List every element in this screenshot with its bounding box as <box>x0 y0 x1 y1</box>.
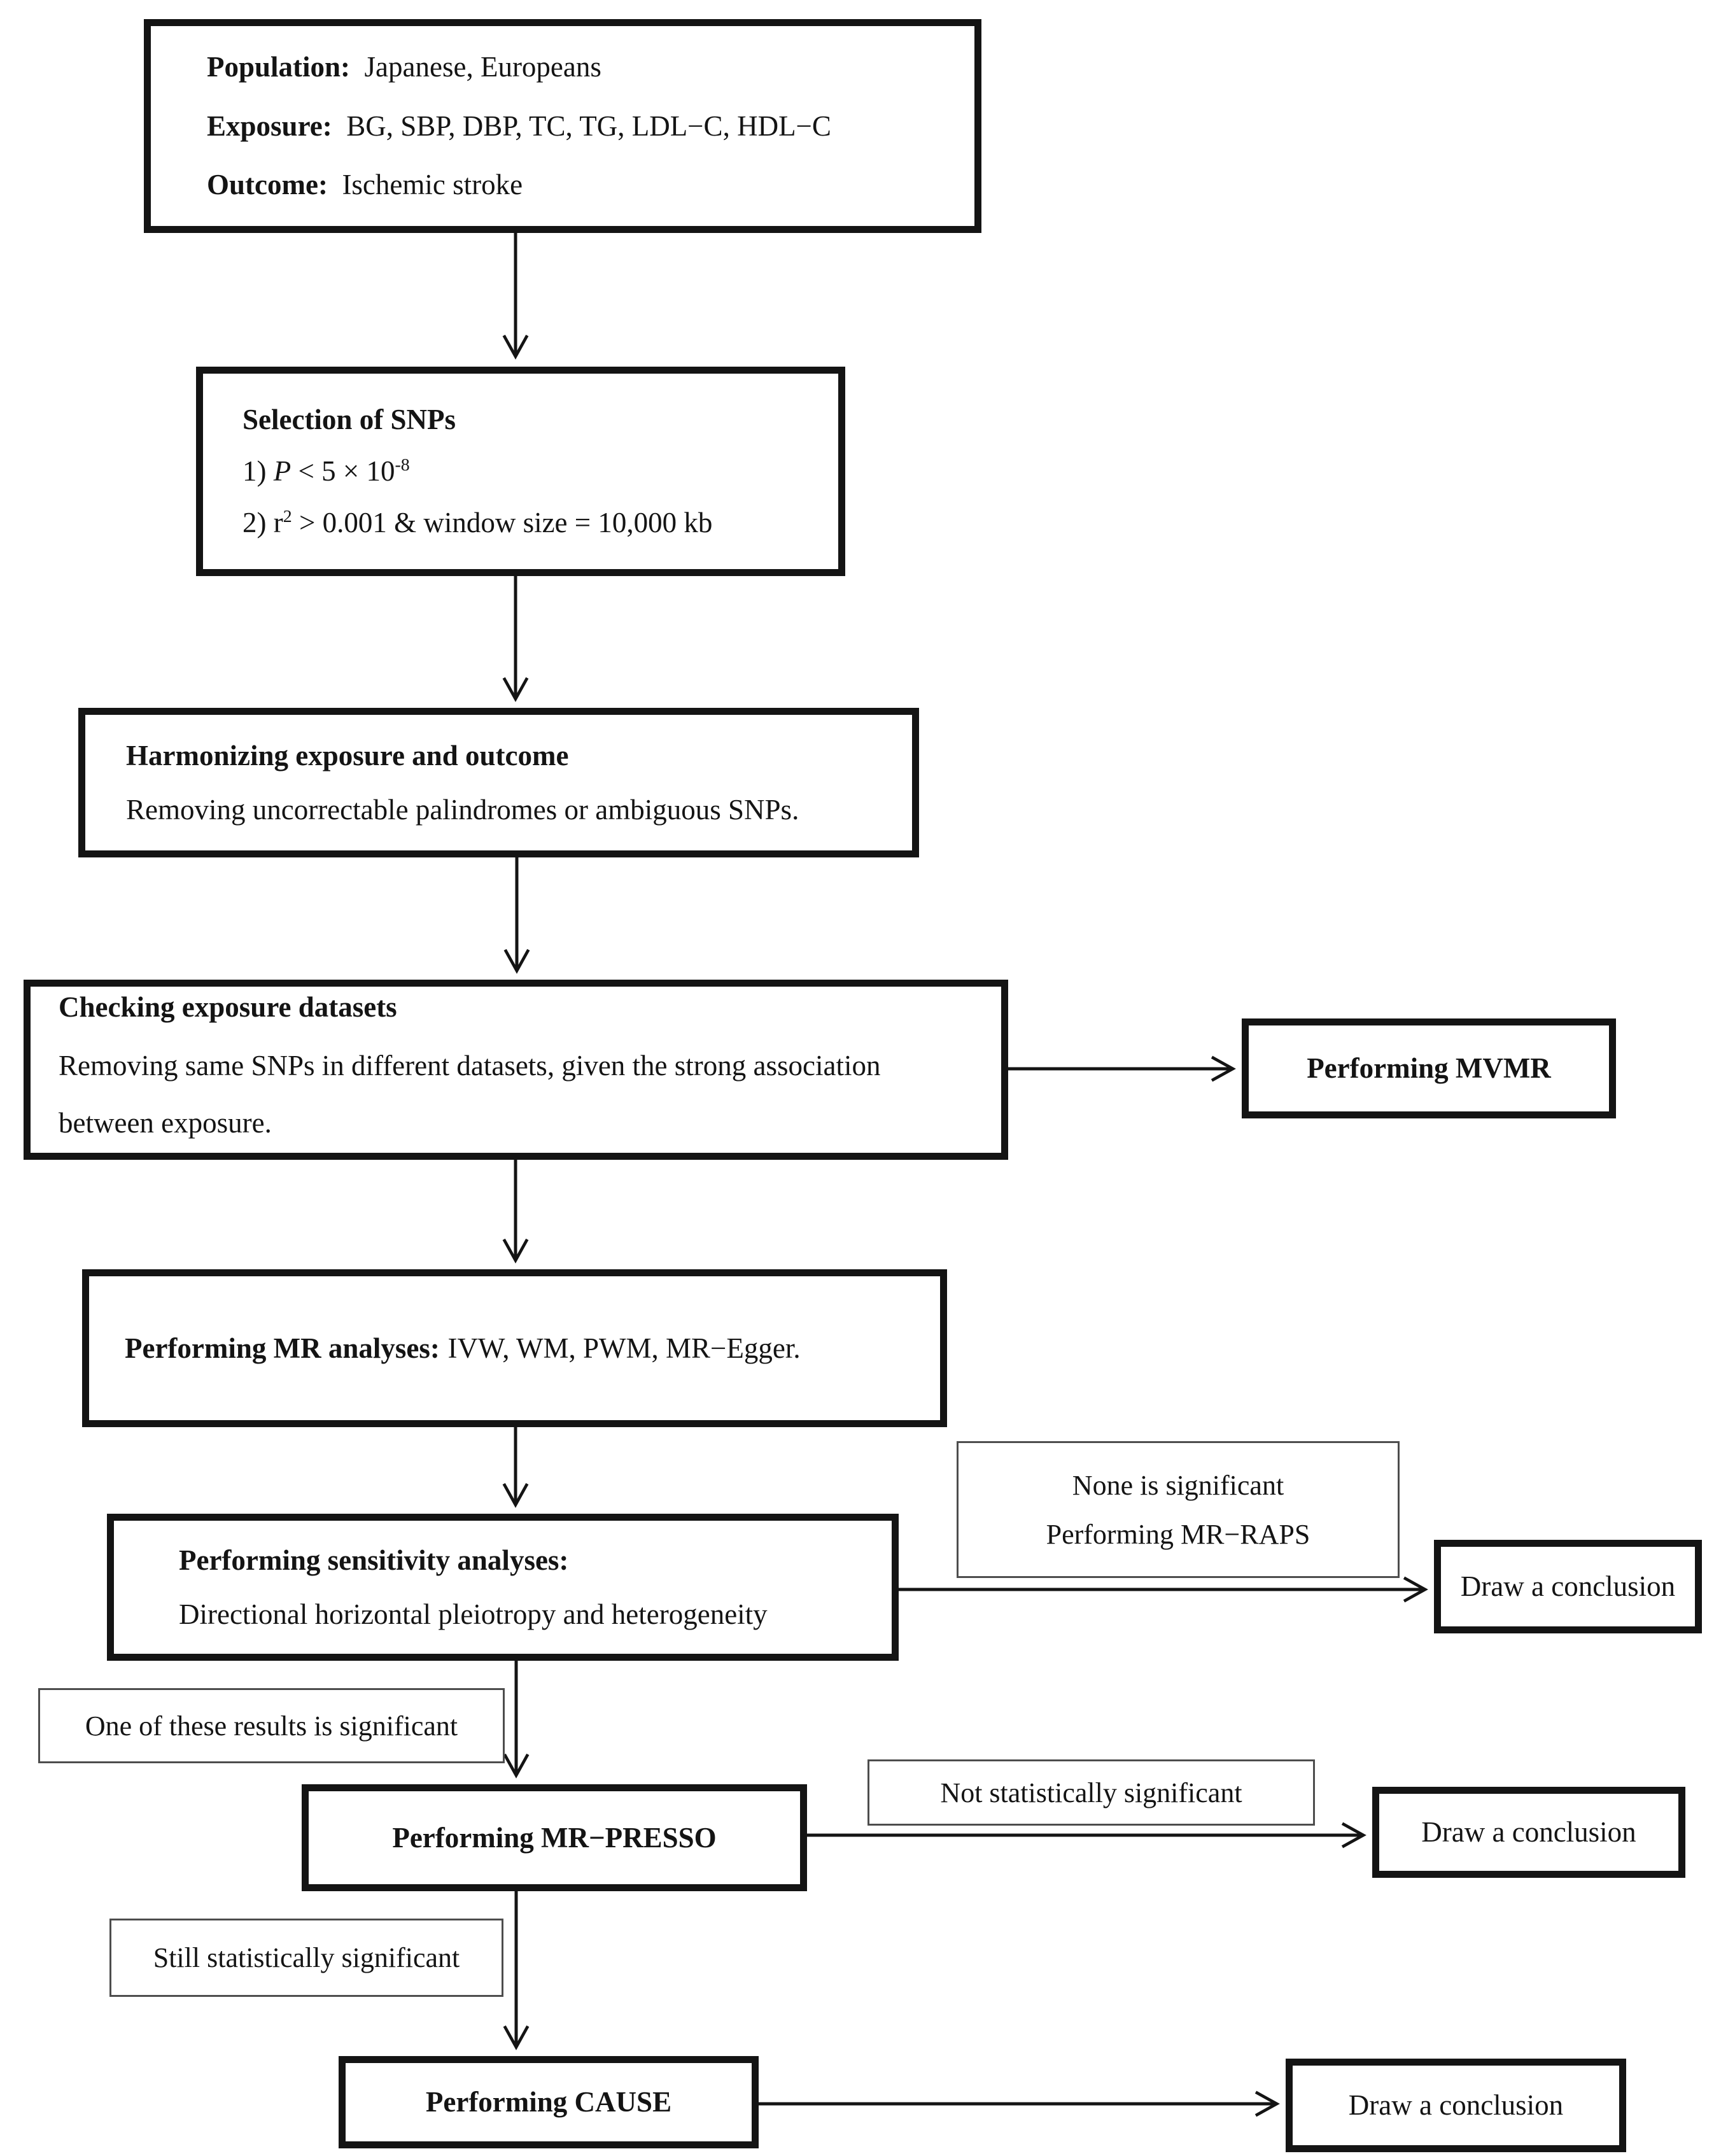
harmonizing-box: Harmonizing exposure and outcome Removin… <box>78 708 919 857</box>
sensitivity-body: Directional horizontal pleiotropy and he… <box>179 1598 768 1630</box>
population-row: Population: Japanese, Europeans <box>207 48 974 87</box>
checking-title: Checking exposure datasets <box>59 991 397 1024</box>
p-value-symbol: P <box>273 455 292 488</box>
outcome-row: Outcome: Ischemic stroke <box>207 166 974 204</box>
conclusion-1-text: Draw a conclusion <box>1460 1570 1676 1603</box>
sensitivity-analyses-box: Performing sensitivity analyses: Directi… <box>107 1514 899 1661</box>
mr-analyses-label: Performing MR analyses: <box>125 1332 440 1364</box>
exposure-row: Exposure: BG, SBP, DBP, TC, TG, LDL−C, HD… <box>207 107 974 146</box>
snp-criterion-2: 2) r2 > 0.001 & window size = 10,000 kb <box>242 506 713 539</box>
outcome-value: Ischemic stroke <box>342 169 523 201</box>
sensitivity-title: Performing sensitivity analyses: <box>179 1544 569 1576</box>
checking-body: Removing same SNPs in different datasets… <box>59 1049 881 1139</box>
cause-title: Performing CAUSE <box>425 2086 672 2118</box>
exposure-value: BG, SBP, DBP, TC, TG, LDL−C, HDL−C <box>346 109 831 142</box>
mr-analyses-box: Performing MR analyses:IVW, WM, PWM, MR−… <box>82 1269 947 1427</box>
study-definition-box: Population: Japanese, Europeans Exposure:… <box>144 19 981 233</box>
exponent: -8 <box>395 455 410 476</box>
conclusion-2-text: Draw a conclusion <box>1421 1816 1636 1849</box>
mr-analyses-methods: IVW, WM, PWM, MR−Egger. <box>447 1332 801 1364</box>
harmonizing-title: Harmonizing exposure and outcome <box>126 739 569 772</box>
mr-presso-box: Performing MR−PRESSO <box>302 1784 807 1891</box>
snp-criterion-1: 1) P < 5 × 10-8 <box>242 455 410 488</box>
checking-datasets-box: Checking exposure datasets Removing same… <box>24 980 1008 1160</box>
population-label: Population: <box>207 50 351 83</box>
conclusion-box-2: Draw a conclusion <box>1372 1787 1685 1878</box>
mvmr-box: Performing MVMR <box>1242 1018 1616 1118</box>
conclusion-box-3: Draw a conclusion <box>1286 2059 1626 2152</box>
r-squared-exponent: 2 <box>283 506 292 526</box>
snp-selection-box: Selection of SNPs 1) P < 5 × 10-8 2) r2 … <box>196 367 845 576</box>
mr-raps-line2: Performing MR−RAPS <box>1046 1518 1310 1550</box>
mr-raps-line1: None is significant <box>1072 1469 1284 1501</box>
mr-presso-title: Performing MR−PRESSO <box>392 1821 717 1854</box>
conclusion-box-1: Draw a conclusion <box>1434 1540 1702 1633</box>
not-significant-label: Not statistically significant <box>868 1759 1315 1826</box>
harmonizing-body: Removing uncorrectable palindromes or am… <box>126 793 799 826</box>
still-significant-label: Still statistically significant <box>109 1919 503 1997</box>
population-value: Japanese, Europeans <box>364 50 601 83</box>
exposure-label: Exposure: <box>207 109 332 142</box>
mr-raps-condition-label: None is significant Performing MR−RAPS <box>957 1441 1400 1578</box>
outcome-label: Outcome: <box>207 169 328 201</box>
cause-box: Performing CAUSE <box>339 2056 759 2148</box>
mvmr-title: Performing MVMR <box>1307 1052 1551 1085</box>
snp-selection-title: Selection of SNPs <box>242 404 456 436</box>
conclusion-3-text: Draw a conclusion <box>1348 2089 1564 2122</box>
one-significant-label: One of these results is significant <box>38 1688 505 1763</box>
